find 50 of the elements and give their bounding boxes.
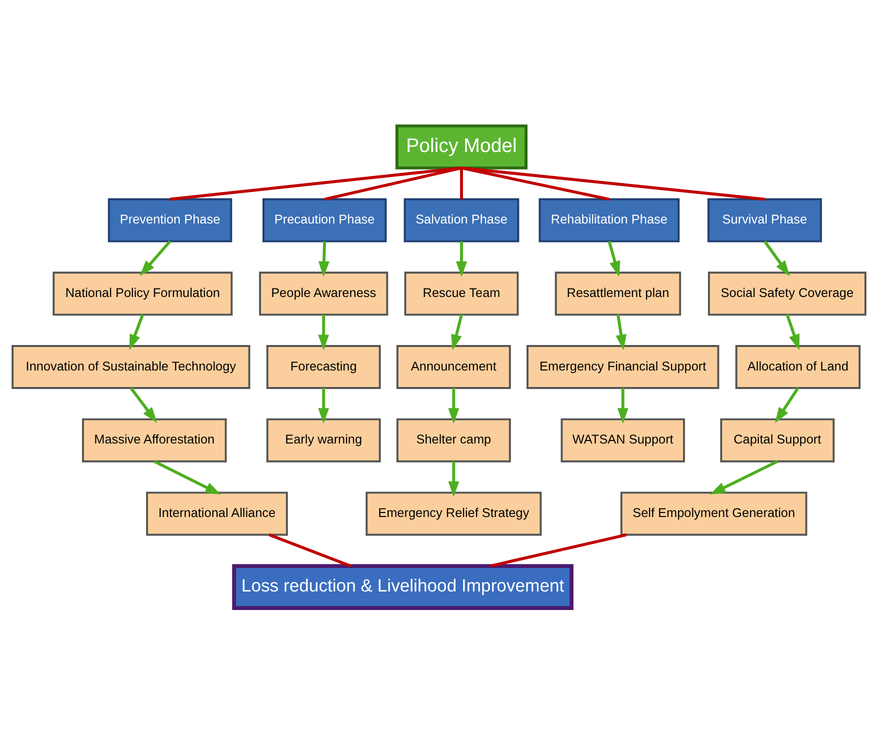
arrow bbox=[456, 240, 467, 277]
arrow bbox=[318, 240, 330, 277]
node-box: Capital Support bbox=[720, 418, 835, 462]
arrow bbox=[710, 460, 778, 494]
node-box: Policy Model bbox=[395, 124, 528, 169]
connector bbox=[324, 166, 462, 200]
node-box: Survival Phase bbox=[707, 198, 822, 242]
connector bbox=[268, 532, 352, 567]
node-box: Precaution Phase bbox=[262, 198, 387, 242]
arrow bbox=[774, 386, 800, 423]
node-box: Emergency Financial Support bbox=[526, 344, 720, 388]
arrow bbox=[129, 314, 144, 350]
arrow bbox=[617, 388, 628, 424]
arrow bbox=[608, 240, 620, 276]
node-box: International Alliance bbox=[146, 491, 288, 536]
node-box: Announcement bbox=[396, 344, 511, 388]
node-box: Shelter camp bbox=[396, 418, 511, 462]
node-box: Massive Afforestation bbox=[82, 418, 227, 462]
node-box: Rescue Team bbox=[404, 271, 519, 316]
node-box: Salvation Phase bbox=[404, 198, 520, 242]
node-box: National Policy Formulation bbox=[52, 271, 233, 316]
node-box: Allocation of Land bbox=[735, 344, 861, 388]
connector bbox=[170, 166, 462, 200]
connector bbox=[461, 166, 610, 200]
node-box: Loss reduction & Livelihood Improvement bbox=[232, 564, 574, 610]
arrow bbox=[448, 388, 460, 424]
connector bbox=[490, 532, 627, 567]
node-box: Prevention Phase bbox=[108, 198, 232, 242]
arrow bbox=[764, 240, 790, 276]
node-box: WATSAN Support bbox=[560, 418, 685, 462]
node-box: Social Safety Coverage bbox=[708, 271, 866, 316]
arrow bbox=[154, 460, 221, 494]
arrow bbox=[140, 240, 172, 276]
arrow bbox=[130, 386, 158, 422]
node-box: Resattlement plan bbox=[554, 271, 682, 316]
arrow bbox=[318, 314, 330, 350]
node-box: Self Empolyment Generation bbox=[620, 491, 808, 536]
connector bbox=[461, 166, 765, 200]
node-box: People Awareness bbox=[259, 271, 388, 316]
arrow bbox=[616, 314, 627, 350]
arrow bbox=[786, 314, 800, 350]
node-box: Rehabilitation Phase bbox=[538, 198, 680, 242]
arrow bbox=[448, 460, 460, 497]
node-box: Innovation of Sustainable Technology bbox=[12, 344, 250, 388]
node-box: Emergency Relief Strategy bbox=[366, 491, 542, 536]
arrow bbox=[451, 314, 463, 350]
arrow bbox=[318, 388, 330, 424]
node-box: Early warning bbox=[266, 418, 381, 462]
node-box: Forecasting bbox=[266, 344, 381, 388]
connector bbox=[460, 167, 463, 199]
